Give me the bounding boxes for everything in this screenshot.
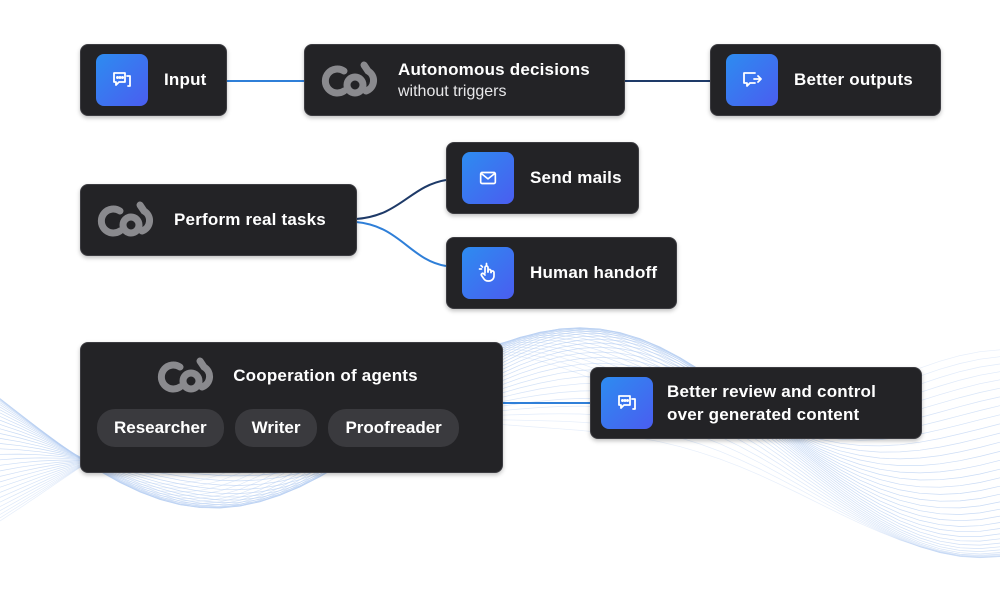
- autonomous-label: Autonomous decisions: [398, 59, 590, 79]
- better-review-line1: Better review and control: [667, 381, 877, 401]
- better-outputs-label: Better outputs: [794, 70, 913, 89]
- connector-perform-handoff: [355, 221, 447, 267]
- agent-logo-icon: [155, 353, 219, 399]
- input-label: Input: [164, 70, 207, 89]
- human-handoff-label: Human handoff: [530, 263, 658, 282]
- agent-logo-icon: [95, 197, 159, 243]
- connector-perform-sendmails: [355, 179, 447, 220]
- send-mails-node: Send mails: [446, 142, 639, 214]
- agent-chip-writer: Writer: [234, 409, 318, 447]
- chat-device-icon: [96, 54, 148, 106]
- better-outputs-node: Better outputs: [710, 44, 941, 116]
- chat-device-icon: [601, 377, 653, 429]
- chat-forward-icon: [726, 54, 778, 106]
- cooperation-label: Cooperation of agents: [233, 366, 418, 385]
- perform-label: Perform real tasks: [174, 210, 326, 229]
- cooperation-node: Cooperation of agents Researcher Writer …: [80, 342, 503, 473]
- autonomous-node: Autonomous decisions without triggers: [304, 44, 625, 116]
- agent-chip-researcher: Researcher: [97, 409, 224, 447]
- autonomous-sublabel: without triggers: [398, 82, 507, 100]
- better-review-line2: over generated content: [667, 404, 860, 424]
- better-review-node: Better review and control over generated…: [590, 367, 922, 439]
- input-node: Input: [80, 44, 227, 116]
- human-handoff-node: Human handoff: [446, 237, 677, 309]
- perform-node: Perform real tasks: [80, 184, 357, 256]
- send-mails-label: Send mails: [530, 168, 622, 187]
- mail-icon: [462, 152, 514, 204]
- hand-pointer-icon: [462, 247, 514, 299]
- agent-logo-icon: [319, 57, 383, 103]
- agent-chip-proofreader: Proofreader: [328, 409, 459, 447]
